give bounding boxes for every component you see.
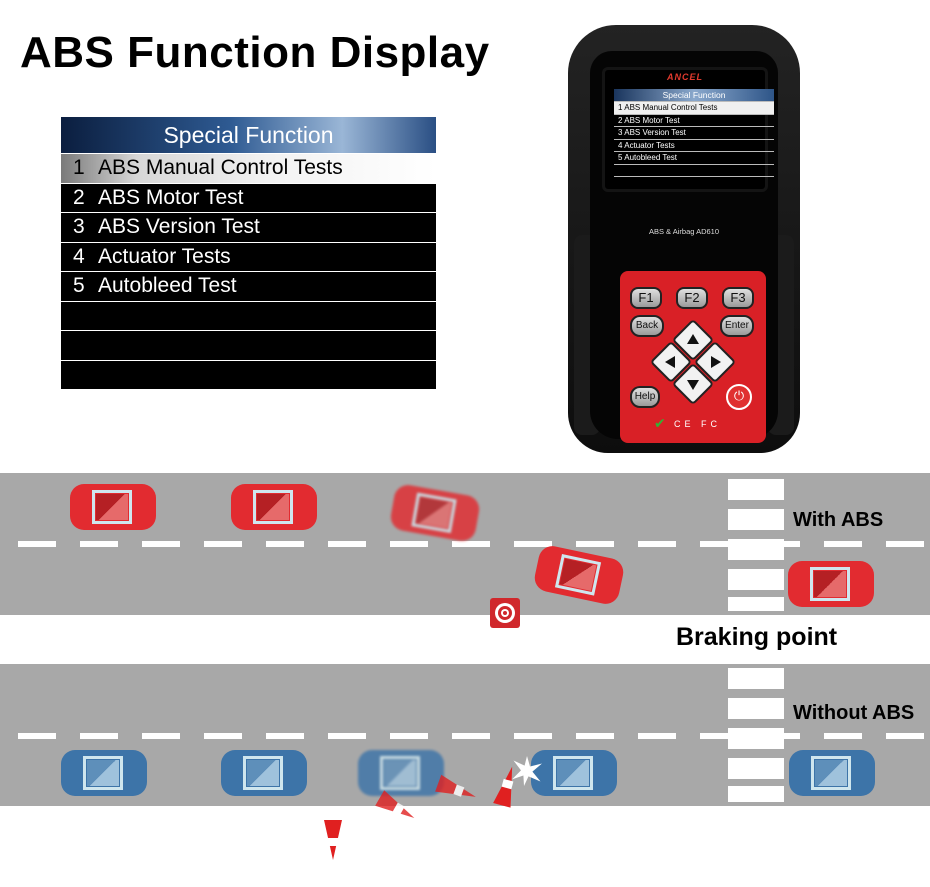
menu-empty-row <box>61 359 436 390</box>
car-blue <box>221 750 307 796</box>
car-blue <box>789 750 875 796</box>
keypad: F1 F2 F3 Back Enter Help ⏻ ✔ CE FC <box>620 271 766 443</box>
crosswalk-bottom <box>728 664 784 806</box>
car-blue <box>531 750 617 796</box>
crosswalk-top <box>728 473 784 615</box>
f2-key[interactable]: F2 <box>676 287 708 309</box>
f1-key[interactable]: F1 <box>630 287 662 309</box>
car-blue-skidding <box>358 750 444 796</box>
menu-empty-row <box>61 330 436 360</box>
help-key[interactable]: Help <box>630 386 660 408</box>
menu-empty-row <box>61 300 436 331</box>
device-menu-empty-row <box>614 163 774 177</box>
device-menu-empty-row <box>614 176 774 189</box>
brand-logo: ANCEL <box>667 72 703 82</box>
device-menu-item: 2 ABS Motor Test <box>614 113 774 127</box>
car-red <box>231 484 317 530</box>
enter-key[interactable]: Enter <box>720 315 754 337</box>
device-model: ABS & Airbag AD610 <box>648 227 720 236</box>
device-menu-item: 4 Actuator Tests <box>614 138 774 152</box>
device-screen-list: 1 ABS Manual Control Tests 2 ABS Motor T… <box>614 101 774 189</box>
down-arrow-icon[interactable] <box>671 362 715 406</box>
right-arrow-icon[interactable] <box>693 340 737 384</box>
certification-marks: CE FC <box>674 419 721 429</box>
up-arrow-icon[interactable] <box>671 318 715 362</box>
device-face: ANCEL ABS & Airbag AD610 F1 F2 F3 Back E… <box>590 51 778 443</box>
back-key[interactable]: Back <box>630 315 664 337</box>
braking-point-label: Braking point <box>676 623 838 651</box>
car-blue <box>61 750 147 796</box>
traffic-cone-icon <box>324 820 342 860</box>
page-title: ABS Function Display <box>20 28 490 77</box>
menu-header: Special Function <box>61 117 436 153</box>
device-screen: ANCEL <box>602 67 768 192</box>
checkmark-icon: ✔ <box>654 415 666 431</box>
device-menu-item: 1 ABS Manual Control Tests <box>614 101 774 114</box>
without-abs-label: Without ABS <box>793 702 915 724</box>
device-screen-header: Special Function <box>614 89 774 101</box>
lane-divider <box>0 733 930 739</box>
device-menu-item: 3 ABS Version Test <box>614 126 774 139</box>
left-arrow-icon[interactable] <box>649 340 693 384</box>
power-icon[interactable]: ⏻ <box>726 384 752 410</box>
device-menu-item: 5 Autobleed Test <box>614 151 774 164</box>
lane-divider <box>0 541 930 547</box>
car-red <box>70 484 156 530</box>
braking-point-target-icon <box>490 598 520 628</box>
car-red <box>788 561 874 607</box>
f3-key[interactable]: F3 <box>722 287 754 309</box>
with-abs-label: With ABS <box>793 509 884 531</box>
